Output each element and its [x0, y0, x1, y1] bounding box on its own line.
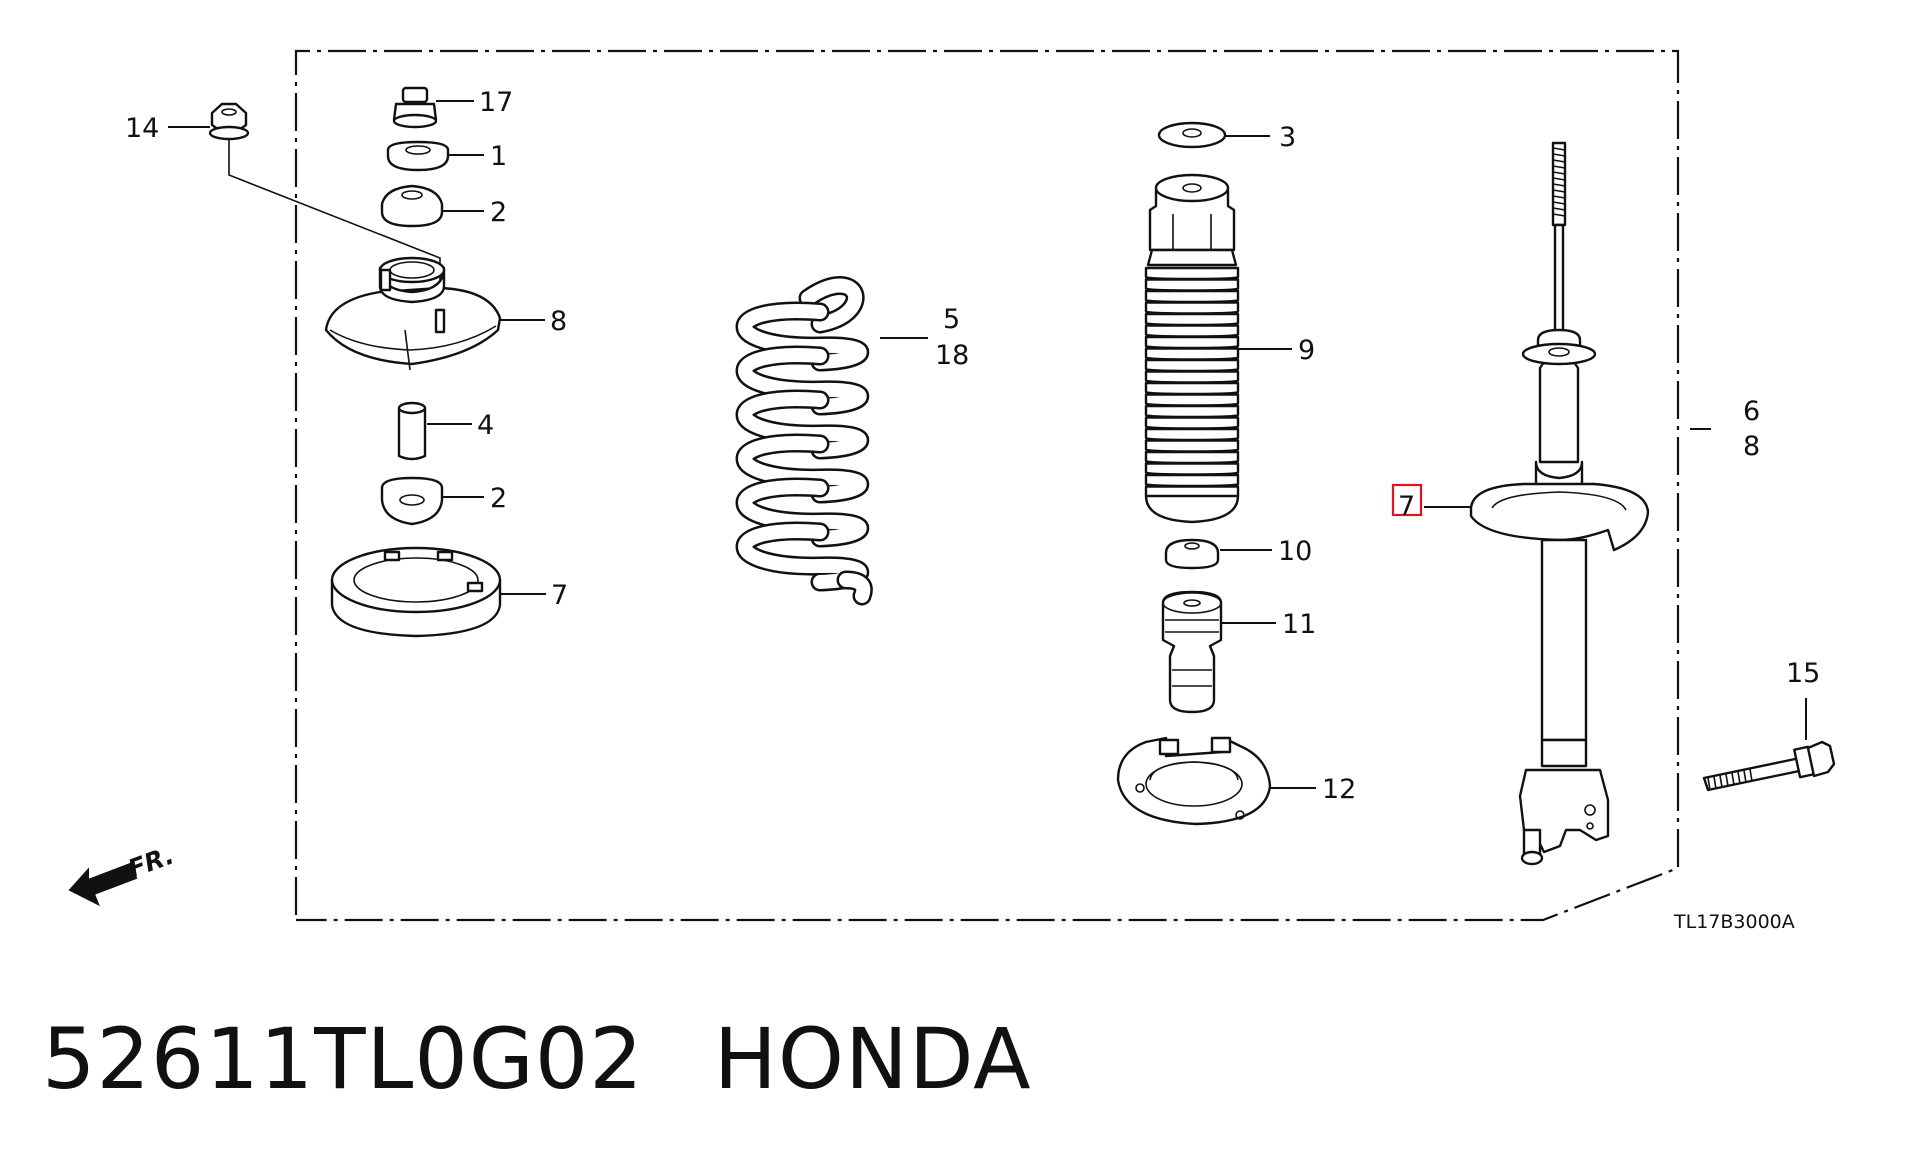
callout-1: 1 [490, 141, 507, 172]
bellows-fold [1144, 462, 1240, 476]
rod-thread [1552, 147, 1566, 151]
part-2-upper-bushing[interactable] [380, 184, 444, 228]
part-17-lock-nut[interactable] [392, 86, 438, 129]
brand-name: HONDA [713, 1010, 1032, 1108]
part-4-collar-sleeve[interactable] [397, 401, 427, 461]
rod-thread [1552, 165, 1566, 169]
bolt-thread [1749, 769, 1753, 782]
bellows-fold [1144, 301, 1240, 315]
rod-thread [1552, 171, 1566, 175]
callout-3: 3 [1279, 122, 1296, 153]
callout-8: 8 [1743, 431, 1760, 462]
callout-4: 4 [477, 410, 494, 441]
callout-17: 17 [479, 87, 513, 118]
bolt-thread [1707, 777, 1711, 791]
front-direction-label: FR. [124, 841, 177, 884]
callout-7-highlight-box [1391, 483, 1423, 517]
part-1-washer[interactable] [386, 140, 450, 172]
rod-thread [1552, 201, 1566, 205]
rod-thread [1552, 159, 1566, 163]
part-caption: 52611TL0G02 HONDA [42, 1010, 1032, 1120]
callout-13: 11 [1282, 609, 1316, 640]
callout-6: 6 [1743, 396, 1760, 427]
callout-5: 5 [943, 304, 960, 335]
bellows-fold [1144, 347, 1240, 361]
callout-7: 7 [1398, 491, 1415, 522]
bolt-thread [1725, 774, 1729, 787]
bolt-thread [1731, 772, 1735, 786]
part-3-washer[interactable] [1157, 121, 1227, 149]
front-direction-arrow-icon [68, 862, 138, 907]
bellows-fold [1144, 312, 1240, 327]
part-9-upper-mount[interactable] [324, 256, 502, 371]
bellows-fold [1144, 416, 1240, 430]
part-number: 52611TL0G02 [42, 1010, 644, 1108]
bellows-fold [1144, 439, 1240, 453]
bellows-fold [1144, 358, 1240, 373]
assembly-boundary-frame [294, 49, 1680, 922]
bellows-fold [1144, 427, 1240, 442]
part-7-spring-seat-dish[interactable] [1469, 482, 1650, 552]
rod-thread [1552, 213, 1566, 217]
rod-thread [1552, 183, 1566, 187]
bolt-thread [1737, 771, 1741, 784]
callout-9: 8 [550, 306, 567, 337]
part-14-lower-spring-seat[interactable] [1116, 736, 1272, 826]
callout-16: 14 [125, 113, 159, 144]
part-10-spring-seat[interactable] [330, 546, 502, 638]
bellows-fold [1144, 266, 1240, 281]
bellows-fold [1144, 450, 1240, 465]
part-15-bolt[interactable] [1702, 740, 1836, 792]
figure-reference-code: TL17B3000A [1673, 911, 1795, 933]
callout-11: 9 [1298, 335, 1315, 366]
bolt-thread [1719, 775, 1723, 788]
bolt-thread [1743, 770, 1747, 783]
bolt-thread [1713, 776, 1717, 789]
rod-thread [1552, 207, 1566, 211]
part-13-bump-stop[interactable] [1161, 590, 1223, 714]
part-2-lower-bushing[interactable] [380, 476, 444, 526]
callout-2-upper: 2 [490, 197, 507, 228]
part-12-bump-cap[interactable] [1164, 538, 1220, 570]
callout-12: 10 [1278, 536, 1312, 567]
part-11-dust-boot[interactable] [1144, 173, 1240, 524]
callout-10: 7 [551, 580, 568, 611]
part-5-coil-spring[interactable] [735, 276, 873, 606]
bellows-fold [1144, 393, 1240, 407]
bellows-fold [1144, 370, 1240, 384]
bellows-fold [1144, 381, 1240, 396]
callout-15: 15 [1786, 658, 1820, 689]
rod-thread [1552, 153, 1566, 157]
rod-thread [1552, 195, 1566, 199]
callout-18: 18 [935, 340, 969, 371]
part-6-shock-absorber[interactable] [1469, 141, 1650, 866]
rod-thread [1552, 177, 1566, 181]
callout-2-lower: 2 [490, 483, 507, 514]
bellows-fold [1144, 324, 1240, 338]
callout-14: 12 [1322, 774, 1356, 805]
bellows-fold [1144, 404, 1240, 419]
bellows-fold [1144, 278, 1240, 292]
bellows-fold [1144, 473, 1240, 488]
rod-thread [1552, 189, 1566, 193]
bellows-fold [1144, 335, 1240, 350]
bellows-fold [1144, 289, 1240, 304]
